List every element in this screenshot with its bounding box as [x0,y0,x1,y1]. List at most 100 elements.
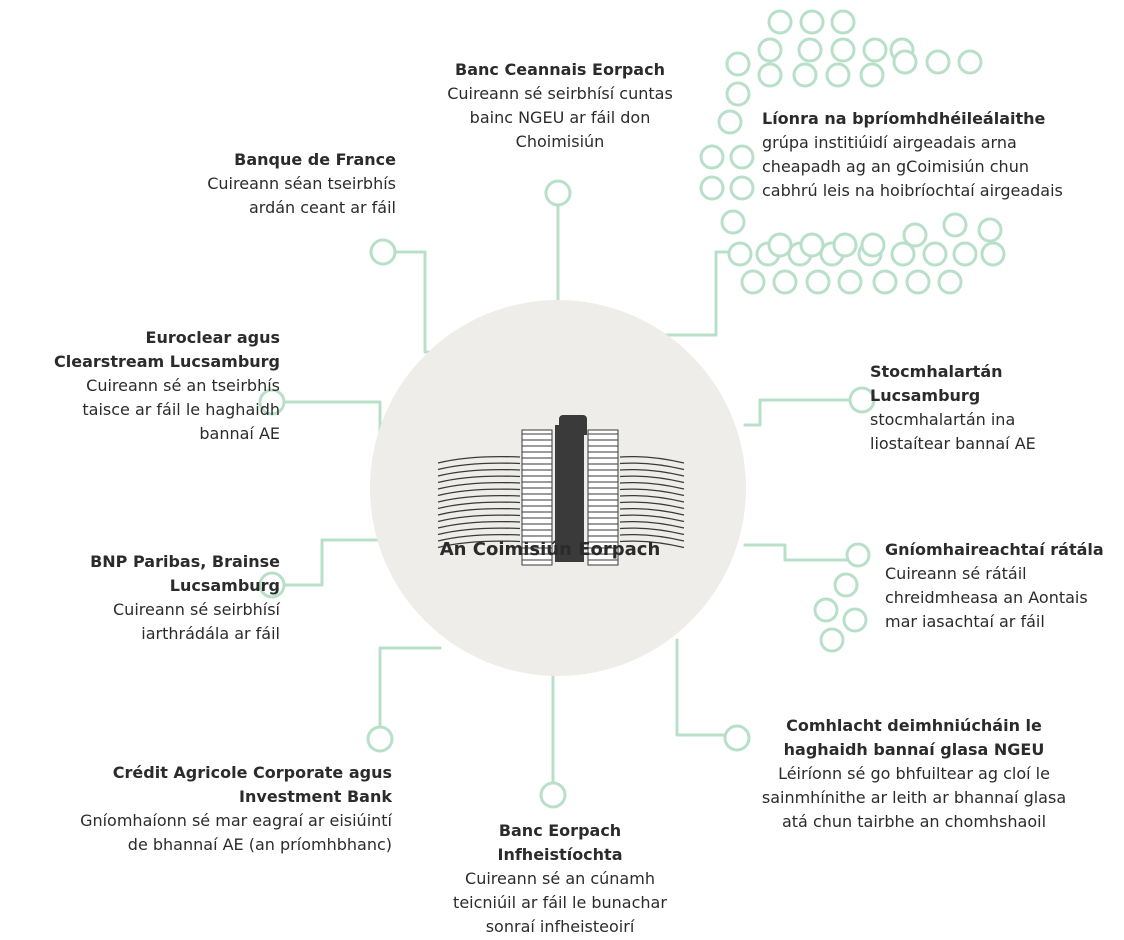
dealer-circle [942,212,968,238]
node-label-certification: Comhlacht deimhniúcháin le haghaidh bann… [744,714,1084,834]
node-credit [366,725,394,753]
node-stock-exchange [848,386,876,414]
node-banque-de-france [369,238,397,266]
rating-circle [813,597,839,623]
building-stripe [619,520,685,529]
node-title: Stocmhalartán [870,362,1003,381]
building-stripe [437,462,521,471]
node-desc: Cuireann sé seirbhísí cuntas [447,84,673,103]
connector-banque-de-france [393,250,442,354]
dealer-circle [699,175,725,201]
dealer-circle [717,109,743,135]
node-certification [723,724,751,752]
building-stripe [619,540,685,549]
dealer-circle [767,232,793,258]
dealer-circle [799,9,825,35]
dealer-circle [772,269,798,295]
rating-circle [833,572,859,598]
node-title: Líonra na bpríomhdhéileálaithe [762,109,1046,128]
dealer-circle [952,241,978,267]
dealer-circle [767,9,793,35]
node-title: Investment Bank [239,787,392,806]
node-title: Euroclear agus [145,328,280,347]
node-desc: sonraí infheisteoirí [485,917,635,936]
dealer-circle [725,81,751,107]
node-label-banque-de-france: Banque de France Cuireann séan tseirbhís… [120,148,396,220]
node-desc: stocmhalartán ina [870,410,1016,429]
node-title: Clearstream Lucsamburg [54,352,280,371]
dealer-circle [757,37,783,63]
node-label-euroclear: Euroclear agus Clearstream Lucsamburg Cu… [0,326,280,446]
building-stripe [619,501,685,510]
connector-credit [378,646,442,729]
rating-circle [845,542,871,568]
dealer-circle [902,222,928,248]
node-desc: cabhrú leis na hoibríochtaí airgeadais [762,181,1063,200]
connector-primary-dealers [658,250,737,337]
node-title: haghaidh bannaí glasa NGEU [783,740,1045,759]
building-stripe [619,462,685,471]
dealer-circle [860,232,886,258]
dealer-circle [725,51,751,77]
node-label-bnp: BNP Paribas, Brainse Lucsamburg Cuireann… [20,550,280,646]
dealer-circle [699,144,725,170]
building-stripe [619,494,685,503]
node-desc: teicniúil ar fáil le bunachar [453,893,667,912]
building-stripe [619,507,685,516]
dealer-circle [925,49,951,75]
dealer-circle [727,241,753,267]
node-desc: iarthrádála ar fáil [141,624,280,643]
node-eib [539,781,567,809]
building-stripe [619,455,685,464]
node-title: Lucsamburg [870,386,981,405]
node-desc: chreidmheasa an Aontais [885,588,1088,607]
rating-circle [819,627,845,653]
building-stripe [619,514,685,523]
node-desc: Cuireann séan tseirbhís [207,174,396,193]
node-title: BNP Paribas, Brainse [90,552,280,571]
building-stripe [437,514,521,523]
connector-rating [743,543,850,562]
node-desc: taisce ar fáil le haghaidh [82,400,280,419]
node-title: Banc Eorpach [498,821,622,840]
building-stripe [619,533,685,542]
node-desc: Gníomhaíonn sé mar eagraí ar eisiúintí [80,811,392,830]
node-title: Banque de France [234,150,396,169]
node-desc: Cuireann sé rátáil [885,564,1027,583]
building-stripe [437,527,521,536]
dealer-circle [720,209,746,235]
dealer-circle [729,175,755,201]
building-stripe [437,520,521,529]
dealer-circle [757,62,783,88]
building-stripe [437,468,521,477]
node-desc: sainmhínithe ar leith ar bhannaí glasa [761,788,1067,807]
node-desc: Léiríonn sé go bhfuiltear ag cloí le [778,764,1050,783]
dealer-circle [832,232,858,258]
node-desc: cheapadh ag an gCoimisiún chun [762,157,1029,176]
rating-circle [842,607,868,633]
connector-euroclear [284,400,382,435]
dealer-circle [830,9,856,35]
dealer-circle [837,269,863,295]
dealer-circle [792,62,818,88]
node-title: Lucsamburg [169,576,280,595]
node-label-credit-agricole: Crédit Agricole Corporate agus Investmen… [0,761,392,857]
node-label-eib: Banc Eorpach Infheistíochta Cuireann sé … [400,819,720,939]
building-stripe [619,488,685,497]
building-stripe [437,494,521,503]
building-stripe [437,533,521,542]
center-label: An Coimisiún Eorpach [439,539,661,560]
building-stripe [437,488,521,497]
dealer-circle [830,37,856,63]
dealer-circle [862,37,888,63]
building-stripe [437,540,521,549]
dealer-circle [740,269,766,295]
dealer-circle [922,241,948,267]
node-label-rating-agencies: Gníomhaireachtaí rátála Cuireann sé rátá… [885,538,1104,634]
building-stripe [619,468,685,477]
node-title: Banc Ceannais Eorpach [455,60,665,79]
dealer-circle [799,232,825,258]
node-desc: Cuireann sé an tseirbhís [86,376,280,395]
rating-agencies-cluster [813,542,871,653]
